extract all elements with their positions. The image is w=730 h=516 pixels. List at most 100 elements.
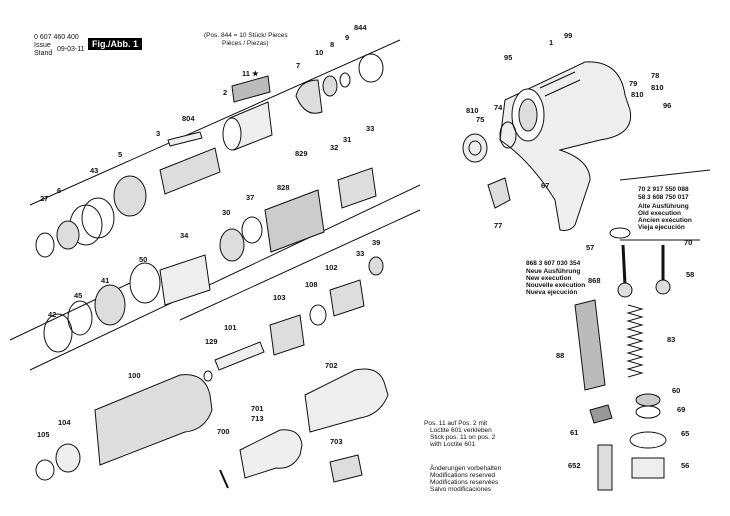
planet-carrier-part [113, 175, 147, 217]
modifications-line: Modifications reservées [430, 479, 499, 486]
tube-part [159, 254, 211, 306]
bit-part [219, 469, 229, 489]
spindle-part [214, 341, 265, 371]
part-number-label: 868 [588, 276, 601, 285]
filter-part [574, 299, 606, 391]
part-number-label: 33 [366, 124, 374, 133]
valve-part [462, 133, 488, 163]
part-number-label: 27 [40, 194, 48, 203]
nose-housing-part [94, 374, 213, 466]
figure-label: Fig./Abb. 1 [88, 38, 142, 50]
part-number-label: 713 [251, 414, 264, 423]
modifications-line: Modifications reserved [430, 472, 496, 479]
part-number-label: 95 [504, 53, 512, 62]
ring-part [35, 459, 55, 481]
part-number-label: 5 [118, 150, 122, 159]
frame-line [619, 169, 711, 181]
new-exec-line: Nueva ejecución [526, 289, 578, 296]
part-number-label: 105 [37, 430, 50, 439]
old-exec-line: Vieja ejecución [638, 224, 685, 231]
part-number-label: 42 [48, 310, 56, 319]
chuck-part [239, 429, 303, 479]
old-exec-line: Alte Ausführung [638, 203, 689, 210]
part-number-label: 99 [564, 31, 572, 40]
part-number-label: 810 [466, 106, 479, 115]
loctite-note-line: with Loctite 601 [430, 441, 476, 448]
frame-line [29, 184, 421, 371]
part-number-label: 129 [205, 337, 218, 346]
old-exec-line: Ancien exécution [638, 217, 692, 224]
part-number-label: 103 [273, 293, 286, 302]
ring-part [499, 121, 517, 149]
ring-part [241, 216, 263, 244]
issue-label: Issue [34, 42, 51, 49]
part-number-label: 31 [343, 135, 351, 144]
oring-part [43, 313, 73, 353]
new-exec-line: Neue Ausführung [526, 268, 581, 275]
part-number-label: 30 [222, 208, 230, 217]
loctite-note-line: Stick pos. 11 on pos. 2 [430, 434, 496, 441]
new-exec-part868: 868 3 607 030 354 [526, 260, 581, 267]
part-number-label: 77 [494, 221, 502, 230]
gear-part [295, 79, 323, 114]
part-number-label: 829 [295, 149, 308, 158]
part-number-label: 56 [681, 461, 689, 470]
screen-part [635, 393, 661, 407]
part-number-label: 74 [494, 103, 503, 112]
nut-part [655, 279, 671, 295]
issue-date: 09-03-11 [57, 46, 85, 53]
part-number-label: 828 [277, 183, 290, 192]
part-number-label: 7 [296, 61, 300, 70]
part-number-label: 6 [57, 186, 61, 195]
spring-part [626, 304, 644, 378]
part-number-label: 65 [681, 429, 689, 438]
part-number-label: 69 [677, 405, 685, 414]
block-part [589, 404, 613, 424]
doc-number: 0 607 460 400 [34, 34, 79, 41]
part-number-label: 50 [139, 255, 147, 264]
modifications-line: Änderungen vorbehalten [430, 465, 502, 472]
part-number-label: 70 [684, 238, 692, 247]
part-number-label: 9 [345, 33, 349, 42]
new-exec-line: Nouvelle exécution [526, 282, 586, 289]
part-number-label: 101 [224, 323, 237, 332]
part-number-label: 39 [372, 238, 380, 247]
spring-plate-part [167, 131, 203, 147]
part-number-label: 45 [74, 291, 82, 300]
part-number-label: 75 [476, 115, 484, 124]
part-number-label: 58 [686, 270, 694, 279]
nut-part [617, 282, 633, 298]
part-number-label: 57 [586, 243, 594, 252]
sleeve-part [329, 454, 363, 483]
coupling-part [269, 314, 305, 356]
part-number-label: 701 [251, 404, 264, 413]
old-exec-line: Old execution [638, 210, 681, 217]
bearing-part [322, 75, 338, 97]
bushing-part [55, 443, 81, 473]
chuck-part [304, 368, 389, 433]
sleeve-end [222, 117, 242, 151]
part-number-label: 804 [182, 114, 195, 123]
frame-line [179, 209, 421, 321]
part-number-label: 33 [356, 249, 364, 258]
pos-note-line2: Pièces / Piezas) [222, 40, 269, 47]
part-number-label: 43 [90, 166, 98, 175]
new-exec-line: New execution [526, 275, 572, 282]
stand-label: Stand [34, 50, 53, 57]
part-number-label: 844 [354, 23, 367, 32]
gear-part [337, 167, 377, 209]
oring-part [629, 431, 667, 449]
part-number-label: 652 [568, 461, 581, 470]
inlet-part [631, 457, 665, 479]
part-number-label: 104 [58, 418, 71, 427]
part-number-label: 34 [180, 231, 189, 240]
ring-part [35, 232, 55, 258]
old-exec-part70: 70 2 917 550 088 [638, 186, 689, 193]
ring-part [203, 370, 213, 382]
ring-part [129, 262, 161, 304]
part-number-label: 102 [325, 263, 338, 272]
part-number-label: 100 [128, 371, 141, 380]
modifications-line: Salvo modificaciones [430, 486, 492, 493]
washer-part [609, 227, 631, 239]
